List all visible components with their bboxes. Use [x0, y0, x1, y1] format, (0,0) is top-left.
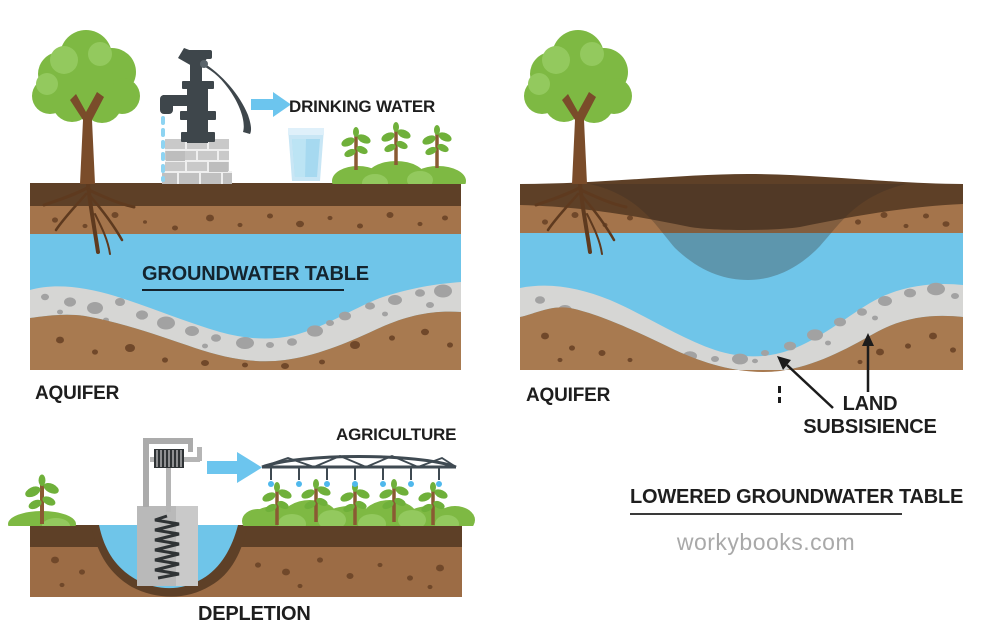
topsoil-dots [542, 212, 950, 229]
lowered-groundwater-table-label: LOWERED GROUNDWATER TABLE [630, 486, 963, 515]
land-subsidence-label: LAND SUBSISIENCE [800, 393, 940, 439]
tree-icon [524, 30, 632, 184]
topsoil-dots [52, 212, 448, 231]
land-subsidence-line1: LAND [842, 393, 898, 415]
pebbles [41, 284, 452, 349]
crops-icon [332, 161, 466, 184]
water-glass-icon [288, 128, 324, 181]
panel-subsidence-underground [520, 174, 963, 372]
soil-spots [56, 328, 453, 369]
soil-spots [51, 556, 444, 590]
aquifer-label-right: AQUIFER [526, 385, 611, 406]
gravel-layer-icon [520, 283, 963, 372]
well-spring-icon [154, 514, 180, 580]
subsidence-arrow-icon [777, 333, 874, 409]
panel-depletion-underground [30, 525, 462, 597]
subsidence-bowl-icon [590, 184, 906, 280]
brick-well-base-icon [162, 139, 232, 184]
aquifer-label-left: AQUIFER [35, 383, 120, 404]
panel-aquifer-underground [30, 182, 461, 370]
depletion-label: DEPLETION [198, 603, 311, 625]
agriculture-label: AGRICULTURE [336, 425, 457, 444]
drinking-water-label: DRINKING WATER [289, 97, 436, 116]
sapling-icon [338, 120, 455, 172]
well-icon [137, 438, 202, 586]
irrigation-sprinkler-icon [261, 455, 457, 487]
land-subsidence-line2: SUBSISIENCE [803, 416, 937, 438]
tree-icon [32, 30, 140, 184]
arrow-right-icon [207, 452, 262, 483]
arrow-right-icon [251, 92, 291, 117]
well-winch-icon [143, 438, 202, 512]
soil-spots [541, 332, 956, 365]
watermark: workybooks.com [676, 529, 856, 555]
groundwater-table-label: GROUNDWATER TABLE [142, 263, 369, 291]
crops-icon [8, 500, 475, 526]
hand-pump-icon [160, 48, 252, 143]
